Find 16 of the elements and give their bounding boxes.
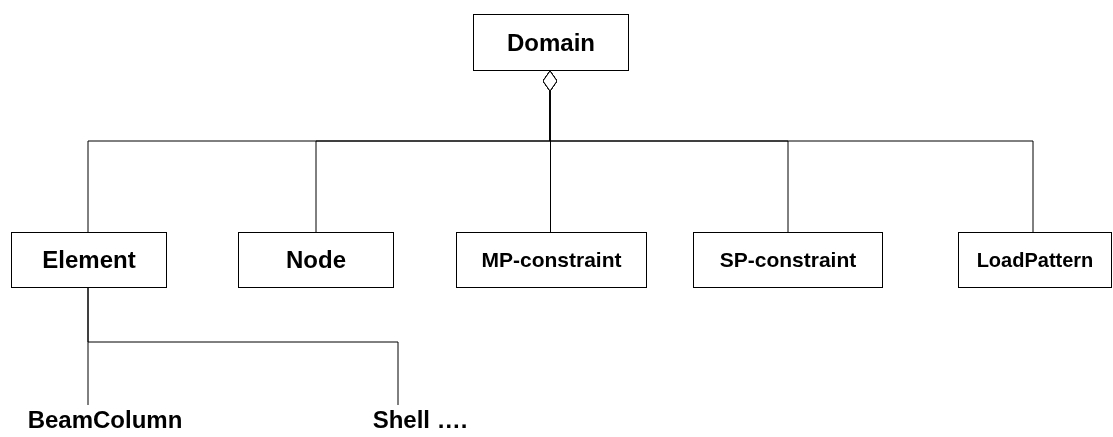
aggregation-connector [542,70,1034,233]
class-box [238,232,394,288]
class-name: MP-constraint [481,248,622,272]
class-box [693,232,883,288]
class-name: LoadPattern [976,248,1094,272]
class-name: Node [286,246,346,274]
class-box [11,232,167,288]
class-name: SP-constraint [719,248,857,272]
class-box [958,232,1112,288]
class-label: BeamColumn [0,405,210,435]
class-label: Shell …. [350,405,490,435]
class-name: Domain [507,28,595,57]
class-name: Element [42,246,136,274]
class-box [456,232,647,288]
connector [87,287,399,406]
class-box [473,14,629,71]
